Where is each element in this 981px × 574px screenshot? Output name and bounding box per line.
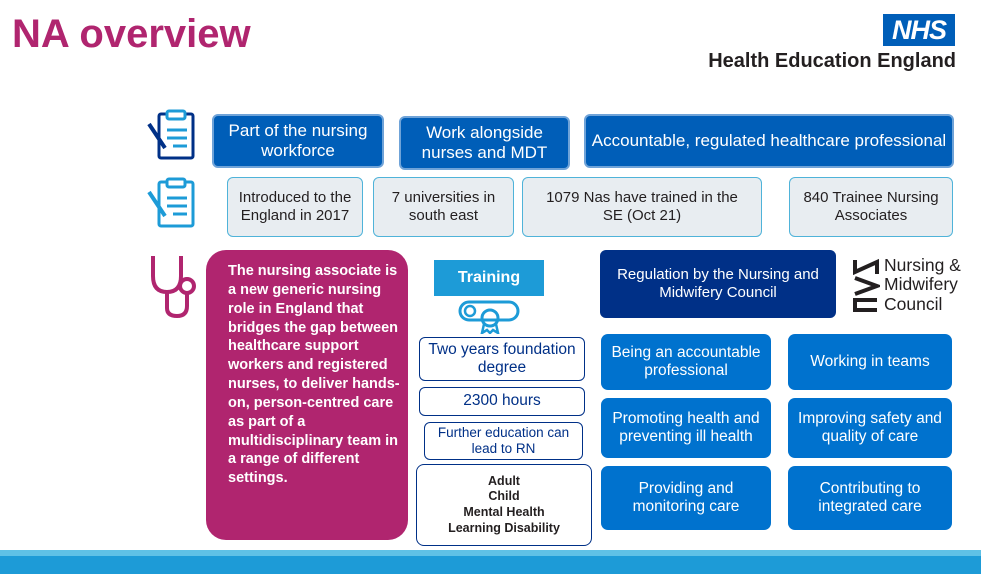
field-item: Adult [488,473,520,488]
field-item: Learning Disability [448,520,560,535]
stethoscope-icon [151,256,196,319]
training-item-further-education: Further education can lead to RN [424,422,583,460]
stat-card-trained: 1079 Nas have trained in the SE (Oct 21) [522,177,762,237]
service-card-teams: Working in teams [788,334,952,390]
service-card-integrated: Contributing to integrated care [788,466,952,530]
stat-card-universities: 7 universities in south east [373,177,514,237]
info-card-accountable: Accountable, regulated healthcare profes… [584,114,954,168]
role-description: The nursing associate is a new generic n… [206,250,408,540]
training-item-hours: 2300 hours [419,387,585,416]
field-item: Mental Health [463,505,545,519]
certificate-icon [458,300,520,334]
nhs-logo: NHS [883,14,955,46]
regulation-card: Regulation by the Nursing and Midwifery … [600,250,836,318]
info-card-work-alongside: Work alongside nurses and MDT [399,116,570,170]
clipboard-icon [147,177,195,228]
training-label: Training [434,260,544,296]
nmc-logo-mark [853,258,880,312]
service-card-accountable: Being an accountable professional [601,334,771,390]
nmc-logo-text: Nursing & Midwifery Council [884,255,961,314]
info-card-nursing-workforce: Part of the nursing workforce [212,114,384,168]
stat-card-introduced: Introduced to the England in 2017 [227,177,363,237]
footer-bar-highlight [0,550,981,556]
training-item-degree: Two years foundation degree [419,337,585,381]
stat-card-trainees: 840 Trainee Nursing Associates [789,177,953,237]
clipboard-icon [147,109,195,160]
service-card-safety: Improving safety and quality of care [788,398,952,458]
field-item: Child [488,489,520,504]
service-card-monitoring: Providing and monitoring care [601,466,771,530]
page-title: NA overview [12,12,251,56]
training-fields: Adult Child Mental Health Learning Disab… [416,464,592,546]
organisation-name: Health Education England [708,50,956,72]
service-card-promoting-health: Promoting health and preventing ill heal… [601,398,771,458]
